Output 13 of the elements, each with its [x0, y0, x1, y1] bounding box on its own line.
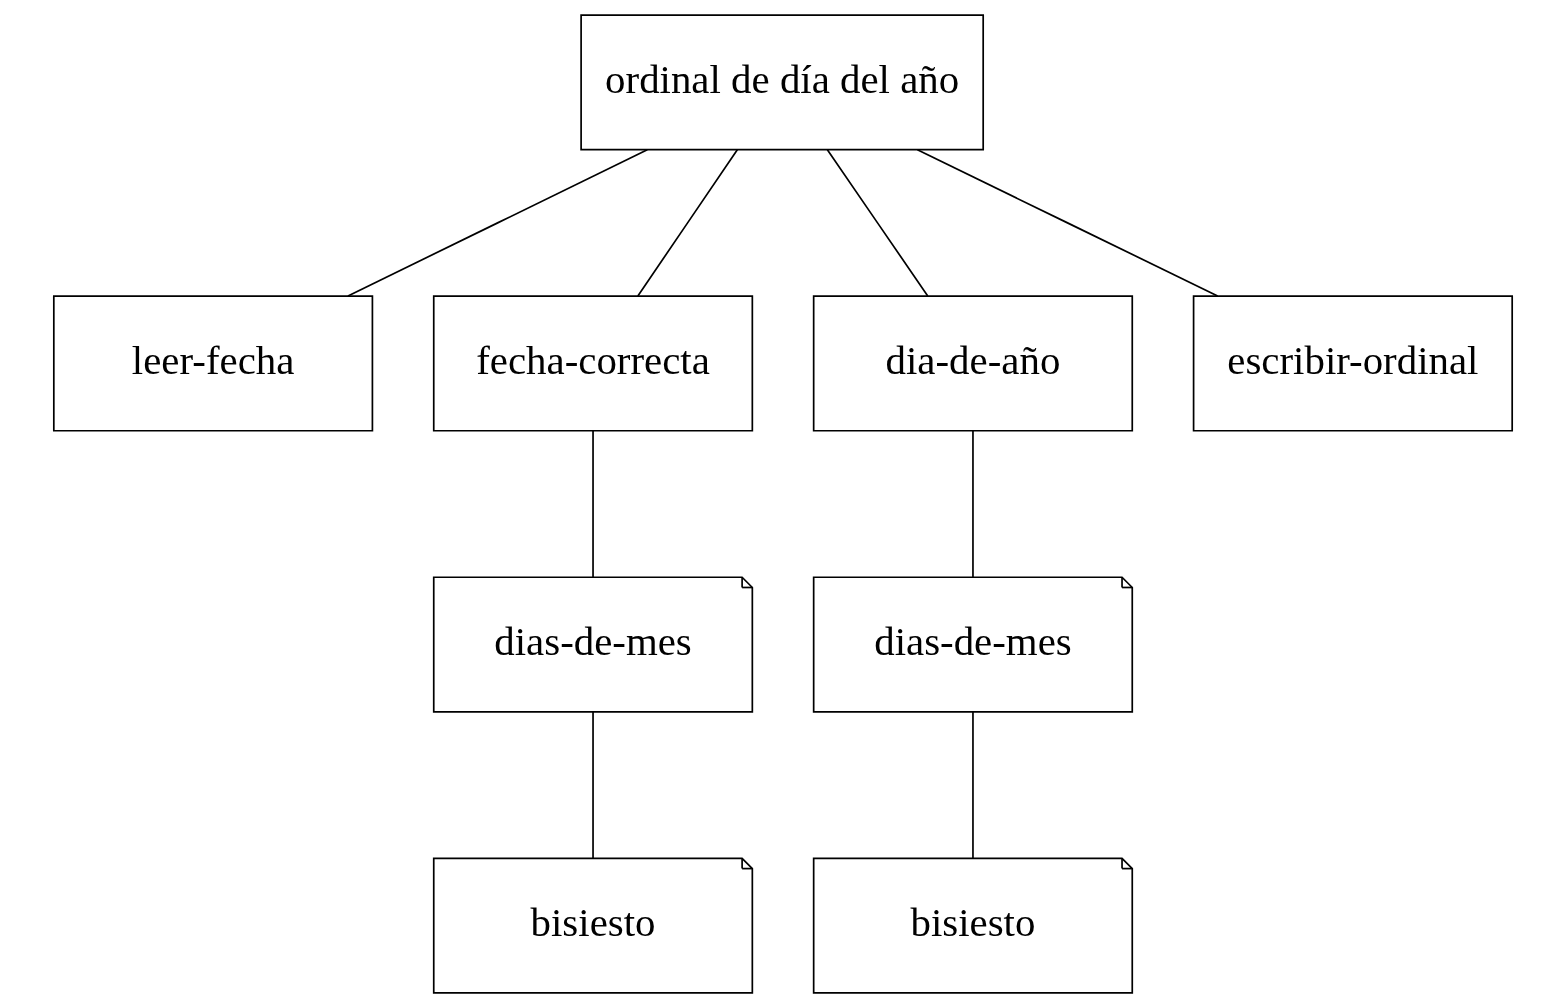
node-box: fecha-correcta [432, 295, 754, 432]
node-box: leer-fecha [52, 295, 374, 432]
connector [347, 149, 649, 297]
connector [972, 711, 974, 859]
node-box: dia-de-año [812, 295, 1134, 432]
node-box: escribir-ordinal [1192, 295, 1514, 432]
connector [972, 430, 974, 578]
connector [916, 149, 1219, 297]
node-box: ordinal de día del año [580, 14, 985, 151]
connector [592, 711, 594, 859]
connector [637, 149, 739, 297]
connector [592, 430, 594, 578]
connector [826, 149, 929, 297]
